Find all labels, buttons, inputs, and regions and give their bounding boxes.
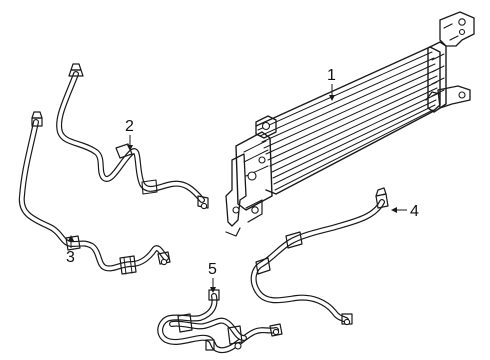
cooler-tube-lower-right [250,187,389,326]
cooler-tube-left [18,111,171,275]
callout-1-label: 1 [327,67,336,84]
callout-4-label: 4 [410,203,419,220]
callout-2-label: 2 [125,118,134,135]
callout-3-label: 3 [66,249,75,266]
callout-5-label: 5 [208,261,217,278]
cooler-fins [257,51,438,191]
oil-cooler [225,11,475,237]
callout-1: 1 [327,67,336,101]
cooler-tube-bottom [157,289,283,354]
callout-5: 5 [208,261,217,293]
callout-3: 3 [66,235,75,266]
callout-4: 4 [391,203,419,220]
callout-2: 2 [125,118,134,151]
cooler-tube-upper [56,63,209,210]
